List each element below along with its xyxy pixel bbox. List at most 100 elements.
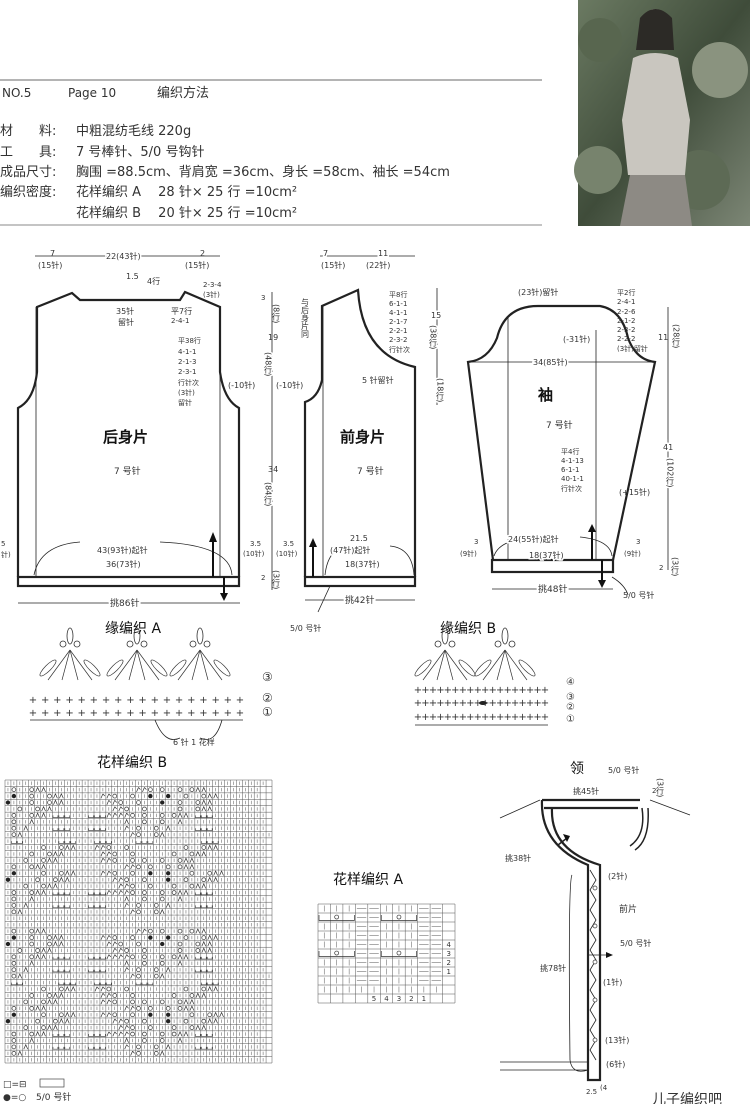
row-marker: ③ xyxy=(566,692,575,703)
single-crochet-symbol: + xyxy=(451,712,459,723)
chain-stitch-line xyxy=(504,649,528,681)
single-crochet-symbol: + xyxy=(41,708,49,719)
yarn-over-symbol xyxy=(29,1031,35,1037)
cable-symbol xyxy=(94,841,100,844)
yarn-over-symbol xyxy=(136,825,141,831)
cable-symbol xyxy=(201,892,207,896)
k2tog-symbol xyxy=(213,985,218,992)
k2tog-symbol xyxy=(201,850,207,857)
yarn-over-symbol xyxy=(189,1012,195,1018)
cable-symbol xyxy=(52,969,59,973)
svg-text:2: 2 xyxy=(261,574,265,582)
k2tog-symbol xyxy=(165,966,171,973)
note: 留针 xyxy=(118,317,134,327)
yarn-over-symbol xyxy=(142,890,147,895)
k2tog-symbol xyxy=(177,960,183,966)
yarn-over-symbol xyxy=(153,1044,159,1050)
yarn-over-symbol xyxy=(23,883,29,889)
k2tog-symbol xyxy=(183,863,189,870)
pickup: 挑38针 xyxy=(505,853,531,863)
ssk-symbol xyxy=(106,993,112,998)
yarn-over-symbol xyxy=(396,950,402,956)
k2tog-symbol xyxy=(201,947,207,953)
cable-symbol xyxy=(52,956,59,960)
k2tog-symbol xyxy=(59,940,64,947)
k2tog-symbol xyxy=(201,786,207,793)
pickup: 挑42针 xyxy=(345,594,374,606)
k2tog-symbol xyxy=(59,1018,64,1024)
single-crochet-symbol: + xyxy=(526,698,534,709)
chain-stitch-line xyxy=(436,649,446,681)
k2tog-symbol xyxy=(183,1030,189,1037)
ssk-symbol xyxy=(106,941,112,947)
ssk-symbol xyxy=(118,1031,123,1037)
yarn-over-symbol xyxy=(112,999,118,1005)
yarn-over-symbol xyxy=(396,914,402,920)
edging-a-title: 缘编织 A xyxy=(105,621,161,637)
cable-symbol xyxy=(206,841,213,844)
yarn-over-symbol xyxy=(159,1031,165,1037)
k2tog-symbol xyxy=(17,908,23,915)
ssk-symbol xyxy=(94,986,100,992)
yarn-over-symbol xyxy=(124,845,129,850)
front-piece-diagram: 与后身片同 前身片 7 号针 5 针留针 平8行 6-1-1 4-1-1 2-1… xyxy=(290,248,446,634)
chain-stitch-line xyxy=(496,649,506,681)
picot-symbol xyxy=(203,640,211,648)
dim: 2 xyxy=(652,787,656,795)
yarn-over-symbol xyxy=(201,877,207,883)
yarn-over-symbol xyxy=(201,986,207,992)
dim: 21.5 xyxy=(350,534,368,543)
cable-symbol xyxy=(201,982,207,986)
chain-symbol xyxy=(39,659,57,677)
chain-stitch-line xyxy=(177,649,201,681)
k2tog-symbol xyxy=(213,793,218,799)
k2tog-symbol xyxy=(23,902,29,908)
yarn-over-symbol xyxy=(35,948,40,953)
dim: 4行 xyxy=(147,276,160,286)
yarn-over-symbol xyxy=(130,858,135,863)
yarn-over-symbol xyxy=(11,787,17,792)
cable-symbol xyxy=(64,828,71,831)
yarn-over-symbol xyxy=(29,800,35,805)
k2tog-symbol xyxy=(35,863,40,870)
ssk-symbol xyxy=(112,800,117,805)
yarn-over-symbol xyxy=(177,999,183,1005)
single-crochet-symbol: + xyxy=(65,708,73,719)
single-crochet-symbol: + xyxy=(533,685,541,696)
k2tog-symbol xyxy=(183,857,189,863)
k2tog-symbol xyxy=(177,818,183,825)
yarn-over-symbol xyxy=(183,793,189,799)
note: 平7行 xyxy=(171,306,192,316)
cable-symbol xyxy=(201,905,207,908)
single-crochet-symbol: + xyxy=(211,695,219,706)
cable-symbol xyxy=(64,892,71,896)
k2tog-symbol xyxy=(53,850,58,857)
k2tog-symbol xyxy=(59,992,64,998)
yarn-over-symbol xyxy=(189,787,195,792)
yarn-over-symbol xyxy=(29,993,35,998)
single-crochet-symbol: + xyxy=(518,698,526,709)
bobble-symbol xyxy=(11,871,17,876)
column-number: 2 xyxy=(409,995,413,1003)
yarn-over-symbol xyxy=(112,935,118,940)
k2tog-symbol xyxy=(201,928,207,934)
single-crochet-symbol: + xyxy=(163,708,171,719)
model-photo xyxy=(574,0,750,226)
yarn-over-symbol xyxy=(177,948,183,953)
yarn-over-symbol xyxy=(207,870,213,876)
cable-symbol xyxy=(206,1046,213,1050)
ssk-symbol xyxy=(106,857,112,863)
svg-text:留针: 留针 xyxy=(178,398,192,407)
k2tog-symbol xyxy=(41,953,46,960)
spec-label: 工 具: xyxy=(0,145,56,160)
yarn-over-symbol xyxy=(11,973,17,979)
yarn-over-symbol xyxy=(118,941,124,947)
cable-symbol xyxy=(58,905,65,908)
single-crochet-symbol: + xyxy=(102,708,110,719)
cable-symbol xyxy=(88,828,94,831)
yarn-over-symbol xyxy=(47,800,52,805)
cable-symbol xyxy=(64,1046,71,1050)
yarn-over-symbol xyxy=(201,935,207,940)
yarn-over-symbol xyxy=(136,909,141,915)
row-number: 4 xyxy=(447,941,452,949)
